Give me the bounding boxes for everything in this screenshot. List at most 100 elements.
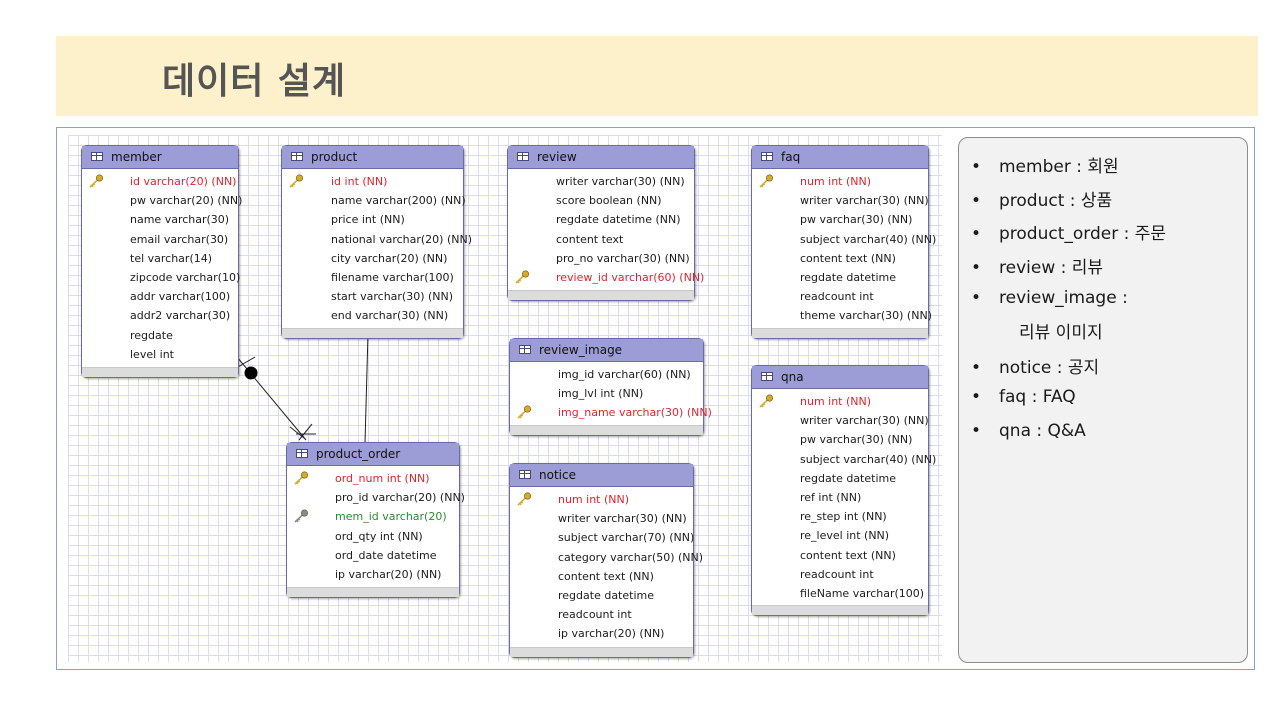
table-column[interactable]: city varchar(20) (NN) <box>282 249 463 268</box>
table-member[interactable]: member id varchar(20) (NN)pw varchar(20) … <box>81 145 242 378</box>
table-icon <box>291 152 303 161</box>
table-column[interactable]: email varchar(30) <box>82 230 238 249</box>
table-column[interactable]: zipcode varchar(10) <box>82 268 240 287</box>
table-header[interactable]: faq <box>752 146 928 169</box>
table-column[interactable]: subject varchar(40) (NN) <box>752 450 936 469</box>
table-column[interactable]: writer varchar(30) (NN) <box>510 509 693 528</box>
column-text: content text (NN) <box>558 569 654 583</box>
table-column[interactable]: addr2 varchar(30) <box>82 306 238 325</box>
column-text: img_name varchar(30) (NN) <box>558 406 712 420</box>
legend-text: faq : FAQ <box>999 387 1076 407</box>
legend-item: •product : 상품 <box>971 186 1112 211</box>
column-text: re_step int (NN) <box>800 510 887 524</box>
table-column[interactable]: readcount int <box>752 287 928 306</box>
table-column[interactable]: ord_num int (NN) <box>287 469 459 488</box>
table-header[interactable]: qna <box>752 366 928 389</box>
table-product[interactable]: product id int (NN)name varchar(200) (NN)… <box>281 145 472 339</box>
table-column[interactable]: price int (NN) <box>282 210 463 229</box>
table-column[interactable]: writer varchar(30) (NN) <box>508 172 694 191</box>
table-column[interactable]: regdate datetime (NN) <box>508 210 694 229</box>
legend-item: •review_image : <box>971 288 1128 308</box>
table-column[interactable]: content text (NN) <box>752 546 928 565</box>
table-column[interactable]: name varchar(30) <box>82 210 238 229</box>
table-icon <box>517 152 529 161</box>
table-header[interactable]: member <box>82 146 238 169</box>
table-column[interactable]: num int (NN) <box>752 392 928 411</box>
column-text: subject varchar(40) (NN) <box>800 232 937 246</box>
table-column[interactable]: ip varchar(20) (NN) <box>510 624 693 643</box>
table-column[interactable]: img_id varchar(60) (NN) <box>510 365 703 384</box>
table-column[interactable]: content text (NN) <box>510 567 693 586</box>
table-column[interactable]: regdate datetime <box>510 586 693 605</box>
table-column[interactable]: content text (NN) <box>752 249 928 268</box>
table-column[interactable]: regdate <box>82 326 238 345</box>
primary-key-icon <box>517 492 532 506</box>
table-header[interactable]: review_image <box>510 339 703 362</box>
table-column[interactable]: id int (NN) <box>282 172 463 191</box>
table-column[interactable]: regdate datetime <box>752 469 928 488</box>
table-columns: writer varchar(30) (NN)score boolean (NN… <box>508 169 704 287</box>
table-review-image[interactable]: review_image img_id varchar(60) (NN) img_l… <box>509 338 712 436</box>
table-column[interactable]: ref int (NN) <box>752 488 928 507</box>
table-column[interactable]: pro_id varchar(20) (NN) <box>287 488 465 507</box>
legend-item: •product_order : 주문 <box>971 219 1166 244</box>
table-column[interactable]: num int (NN) <box>510 490 693 509</box>
legend-text: review : 리뷰 <box>999 258 1104 278</box>
table-column[interactable]: writer varchar(30) (NN) <box>752 191 929 210</box>
legend-text: 리뷰 이미지 <box>1019 323 1103 343</box>
table-column[interactable]: ord_qty int (NN) <box>287 527 459 546</box>
table-header[interactable]: notice <box>510 464 693 487</box>
table-icon <box>296 449 308 458</box>
table-header[interactable]: review <box>508 146 694 169</box>
foreign-key-icon <box>294 509 309 523</box>
table-column[interactable]: pw varchar(20) (NN) <box>82 191 242 210</box>
table-column[interactable]: re_level int (NN) <box>752 526 928 545</box>
table-column[interactable]: img_lvl int (NN) <box>510 384 703 403</box>
table-column[interactable]: start varchar(30) (NN) <box>282 287 463 306</box>
table-column[interactable]: subject varchar(40) (NN) <box>752 230 936 249</box>
column-text: re_level int (NN) <box>800 529 890 543</box>
table-columns: ord_num int (NN) pro_id varchar(20) (NN) m… <box>287 466 465 584</box>
table-column[interactable]: filename varchar(100) <box>282 268 463 287</box>
table-qna[interactable]: qna num int (NN)writer varchar(30) (NN)pw… <box>751 365 936 616</box>
table-column[interactable]: national varchar(20) (NN) <box>282 230 472 249</box>
table-column[interactable]: fileName varchar(100) <box>752 584 928 603</box>
column-text: content text <box>556 232 624 246</box>
table-column[interactable]: regdate datetime <box>752 268 928 287</box>
table-column[interactable]: readcount int <box>510 605 693 624</box>
table-faq[interactable]: faq num int (NN)writer varchar(30) (NN)pw… <box>751 145 936 339</box>
table-column[interactable]: id varchar(20) (NN) <box>82 172 238 191</box>
table-column[interactable]: pw varchar(30) (NN) <box>752 210 928 229</box>
table-column[interactable]: theme varchar(30) (NN) <box>752 306 932 325</box>
column-text: img_lvl int (NN) <box>558 387 644 401</box>
table-column[interactable]: pw varchar(30) (NN) <box>752 430 928 449</box>
table-column[interactable]: subject varchar(70) (NN) <box>510 528 694 547</box>
table-column[interactable]: name varchar(200) (NN) <box>282 191 466 210</box>
table-column[interactable]: num int (NN) <box>752 172 928 191</box>
table-column[interactable]: readcount int <box>752 565 928 584</box>
table-column[interactable]: review_id varchar(60) (NN) <box>508 268 704 287</box>
column-text: mem_id varchar(20) <box>335 510 447 524</box>
table-column[interactable]: tel varchar(14) <box>82 249 238 268</box>
table-name: member <box>111 150 162 164</box>
table-column[interactable]: mem_id varchar(20) <box>287 507 459 526</box>
table-column[interactable]: score boolean (NN) <box>508 191 694 210</box>
table-icon <box>519 470 531 479</box>
table-column[interactable]: img_name varchar(30) (NN) <box>510 403 712 422</box>
table-header[interactable]: product_order <box>287 443 459 466</box>
table-column[interactable]: ord_date datetime <box>287 546 459 565</box>
table-column[interactable]: content text <box>508 230 694 249</box>
table-column[interactable]: ip varchar(20) (NN) <box>287 565 459 584</box>
table-column[interactable]: addr varchar(100) <box>82 287 238 306</box>
table-column[interactable]: re_step int (NN) <box>752 507 928 526</box>
column-text: ord_num int (NN) <box>335 472 430 485</box>
table-notice[interactable]: notice num int (NN)writer varchar(30) (NN… <box>509 463 703 658</box>
table-column[interactable]: level int <box>82 345 238 364</box>
table-column[interactable]: category varchar(50) (NN) <box>510 548 703 567</box>
table-column[interactable]: writer varchar(30) (NN) <box>752 411 929 430</box>
table-product-order[interactable]: product_order ord_num int (NN) pro_id varc… <box>286 442 465 598</box>
table-column[interactable]: pro_no varchar(30) (NN) <box>508 249 694 268</box>
table-header[interactable]: product <box>282 146 463 169</box>
table-column[interactable]: end varchar(30) (NN) <box>282 306 463 325</box>
